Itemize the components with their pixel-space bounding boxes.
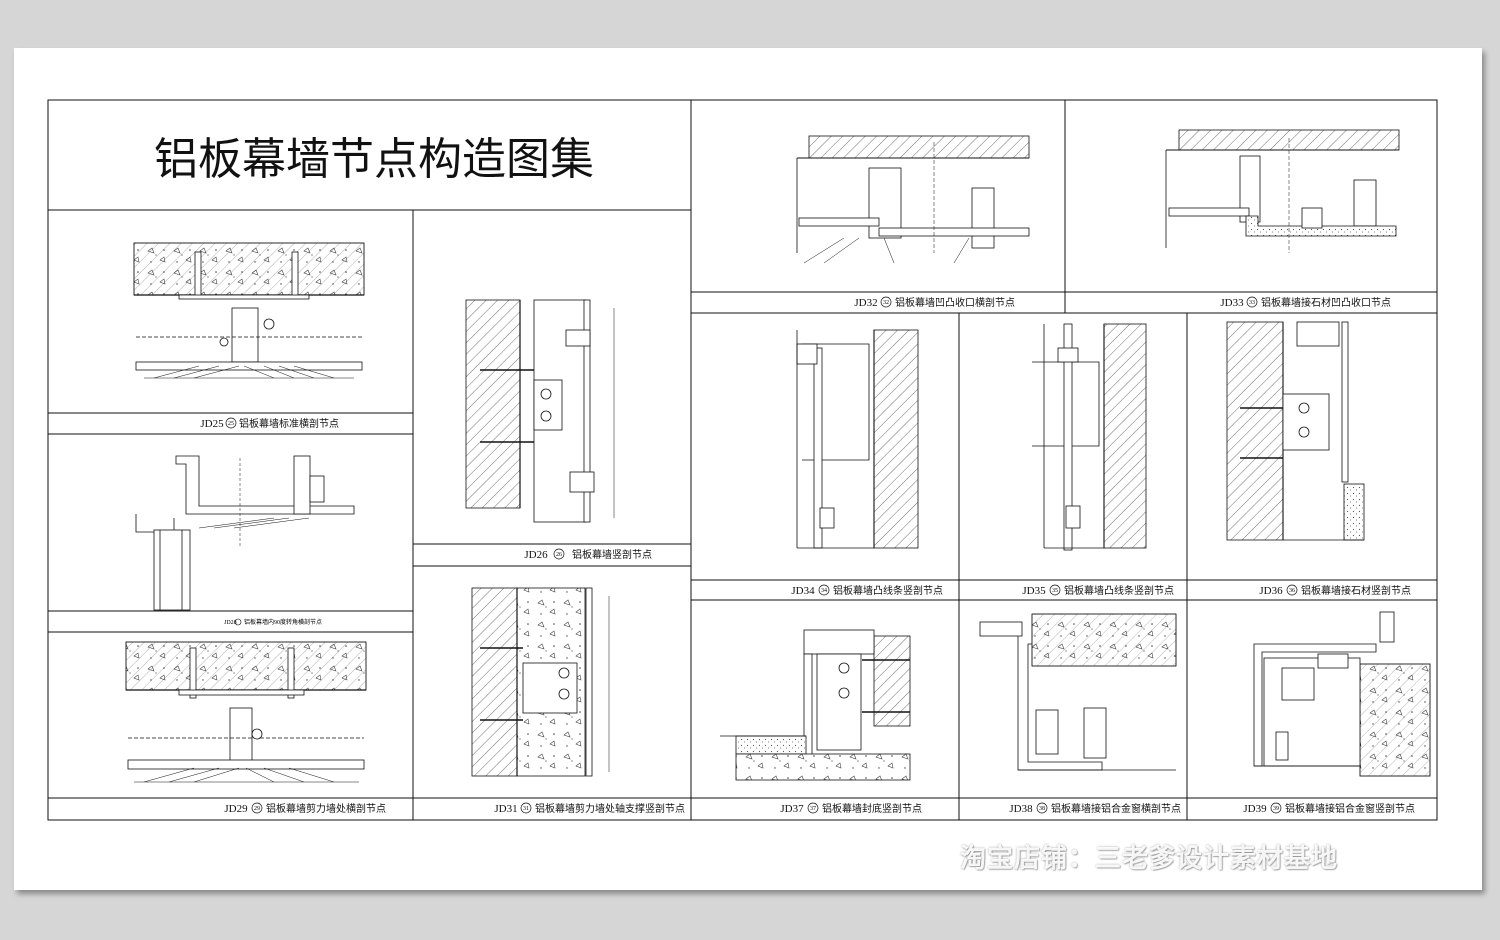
caption-jd34: JD34 34 铝板幕墙凸线条竖剖节点: [791, 584, 943, 597]
caption-jd36-num: 36: [1289, 588, 1295, 594]
caption-jd38-num: 38: [1039, 806, 1045, 812]
caption-jd35-code: JD35: [1022, 585, 1046, 597]
caption-jd36-code: JD36: [1259, 585, 1283, 597]
caption-jd36: JD36 36 铝板幕墙接石材竖剖节点: [1259, 584, 1411, 597]
caption-jd39: JD39 39 铝板幕墙接铝合金窗竖剖节点: [1243, 802, 1415, 815]
caption-jd35-num: 35: [1052, 588, 1058, 594]
caption-jd35: JD35 35 铝板幕墙凸线条竖剖节点: [1022, 584, 1174, 597]
detail-jd37: [720, 629, 911, 781]
caption-jd37-num: 37: [810, 806, 816, 812]
caption-jd28-code: JD28: [224, 620, 237, 626]
caption-jd33-num: 33: [1249, 300, 1255, 306]
caption-jd29: JD29 29 铝板幕墙剪力墙处横剖节点: [224, 802, 386, 815]
caption-jd26-code: JD26: [524, 549, 548, 561]
caption-jd31: JD31 31 铝板幕墙剪力墙处轴支撑竖剖节点: [494, 802, 685, 815]
caption-jd29-num: 29: [254, 806, 260, 812]
detail-jd26: [465, 299, 615, 523]
detail-jd35: [1032, 323, 1147, 551]
caption-jd39-num: 39: [1273, 806, 1279, 812]
caption-jd31-name: 铝板幕墙剪力墙处轴支撑竖剖节点: [535, 802, 685, 815]
caption-jd32-num: 32: [883, 300, 889, 306]
caption-jd38-code: JD38: [1009, 803, 1033, 815]
caption-jd33-name: 铝板幕墙接石材凹凸收口节点: [1261, 296, 1391, 309]
caption-jd29-name: 铝板幕墙剪力墙处横剖节点: [266, 802, 386, 815]
caption-jd33: JD33 33 铝板幕墙接石材凹凸收口节点: [1220, 296, 1391, 309]
sheet-title: 铝板幕墙节点构造图集: [154, 134, 594, 185]
caption-jd37: JD37 37 铝板幕墙封底竖剖节点: [780, 802, 922, 815]
caption-jd36-name: 铝板幕墙接石材竖剖节点: [1301, 584, 1411, 597]
caption-jd31-num: 31: [523, 806, 529, 812]
detail-jd31: [471, 587, 610, 777]
caption-jd35-name: 铝板幕墙凸线条竖剖节点: [1064, 584, 1174, 597]
caption-jd34-num: 34: [821, 588, 827, 594]
detail-jd38: [979, 613, 1177, 771]
caption-jd34-code: JD34: [791, 585, 815, 597]
caption-jd29-code: JD29: [224, 803, 248, 815]
caption-jd25: JD25 25 铝板幕墙标准横剖节点: [200, 417, 339, 430]
detail-jd28: [135, 455, 355, 611]
detail-jd33: [1165, 129, 1400, 253]
caption-jd37-code: JD37: [780, 803, 804, 815]
caption-jd26-name: 铝板幕墙竖剖节点: [572, 548, 652, 561]
drawing-sheet: 铝板幕墙节点构造图集 JD25 25 铝板幕墙标准横剖节点 JD28 铝板幕墙内…: [14, 48, 1482, 890]
detail-jd39: [1253, 611, 1431, 777]
caption-jd33-code: JD33: [1220, 297, 1244, 309]
caption-jd28: JD28 铝板幕墙内90度转角横剖节点: [224, 618, 322, 626]
caption-jd25-num: 25: [228, 421, 234, 427]
caption-jd38-name: 铝板幕墙接铝合金窗横剖节点: [1051, 802, 1181, 815]
caption-jd39-code: JD39: [1243, 803, 1267, 815]
caption-jd26: JD26 26 铝板幕墙竖剖节点: [524, 548, 652, 561]
detail-jd34: [796, 329, 919, 549]
caption-jd37-name: 铝板幕墙封底竖剖节点: [822, 802, 922, 815]
caption-jd26-num: 26: [556, 552, 562, 558]
detail-jd29: [125, 641, 367, 783]
detail-jd25: [133, 242, 365, 379]
shop-watermark: 淘宝店铺：三老爹设计素材基地: [960, 844, 1339, 874]
drawing-canvas: 铝板幕墙节点构造图集 JD25 25 铝板幕墙标准横剖节点 JD28 铝板幕墙内…: [47, 99, 1438, 821]
caption-jd34-name: 铝板幕墙凸线条竖剖节点: [833, 584, 943, 597]
caption-jd32-name: 铝板幕墙凹凸收口横剖节点: [895, 296, 1015, 309]
caption-jd32-code: JD32: [854, 297, 877, 309]
detail-jd36: [1226, 321, 1365, 541]
caption-jd25-code: JD25: [200, 418, 224, 430]
caption-jd25-name: 铝板幕墙标准横剖节点: [239, 417, 339, 430]
caption-jd28-name: 铝板幕墙内90度转角横剖节点: [244, 618, 322, 626]
detail-jd32: [796, 135, 1030, 264]
drawing-frame: [47, 99, 1438, 821]
caption-jd38: JD38 38 铝板幕墙接铝合金窗横剖节点: [1009, 802, 1181, 815]
caption-jd31-code: JD31: [494, 803, 517, 815]
caption-jd32: JD32 32 铝板幕墙凹凸收口横剖节点: [854, 296, 1015, 309]
caption-jd39-name: 铝板幕墙接铝合金窗竖剖节点: [1285, 802, 1415, 815]
